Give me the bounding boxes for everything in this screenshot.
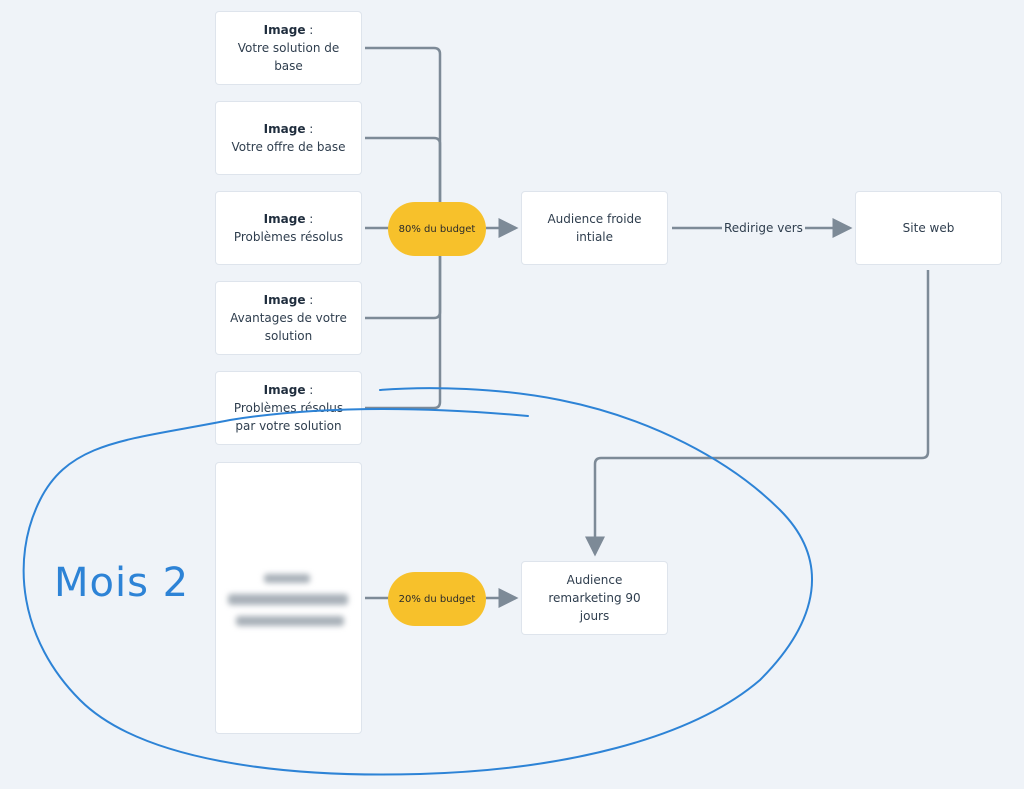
source-3-text: Problèmes résolus (233, 230, 344, 244)
budget-20-pill: 20% du budget (388, 572, 486, 626)
redirect-label: Redirige vers (722, 220, 805, 236)
source-box-2: Image :Votre offre de base (216, 102, 361, 174)
source-1-text: Votre solution de base (237, 41, 340, 73)
source-5-text: Problèmes résolus par votre solution (233, 401, 344, 433)
source-1-label: Image (263, 23, 306, 37)
source-2-text: Votre offre de base (231, 140, 346, 154)
budget-80-pill: 80% du budget (388, 202, 486, 256)
blurred-text (226, 568, 352, 636)
source-3-label: Image (263, 212, 306, 226)
source-4-text: Avantages de votre solution (230, 311, 347, 343)
source-2-label: Image (263, 122, 306, 136)
website-box: Site web (856, 192, 1001, 264)
source-4-label: Image (263, 293, 306, 307)
connector-site-to-remarketing (585, 270, 930, 557)
source-box-5: Image :Problèmes résolus par votre solut… (216, 372, 361, 444)
connector-source-1 (365, 46, 442, 228)
handwritten-note: Mois 2 (54, 560, 190, 606)
source-box-1: Image :Votre solution de base (216, 12, 361, 84)
audience-remarketing-box: Audience remarketing 90 jours (522, 562, 667, 634)
source-box-3: Image :Problèmes résolus (216, 192, 361, 264)
source-box-4: Image :Avantages de votre solution (216, 282, 361, 354)
audience-cold-box: Audience froide intiale (522, 192, 667, 264)
source-5-label: Image (263, 383, 306, 397)
connector-source-2 (365, 136, 442, 228)
